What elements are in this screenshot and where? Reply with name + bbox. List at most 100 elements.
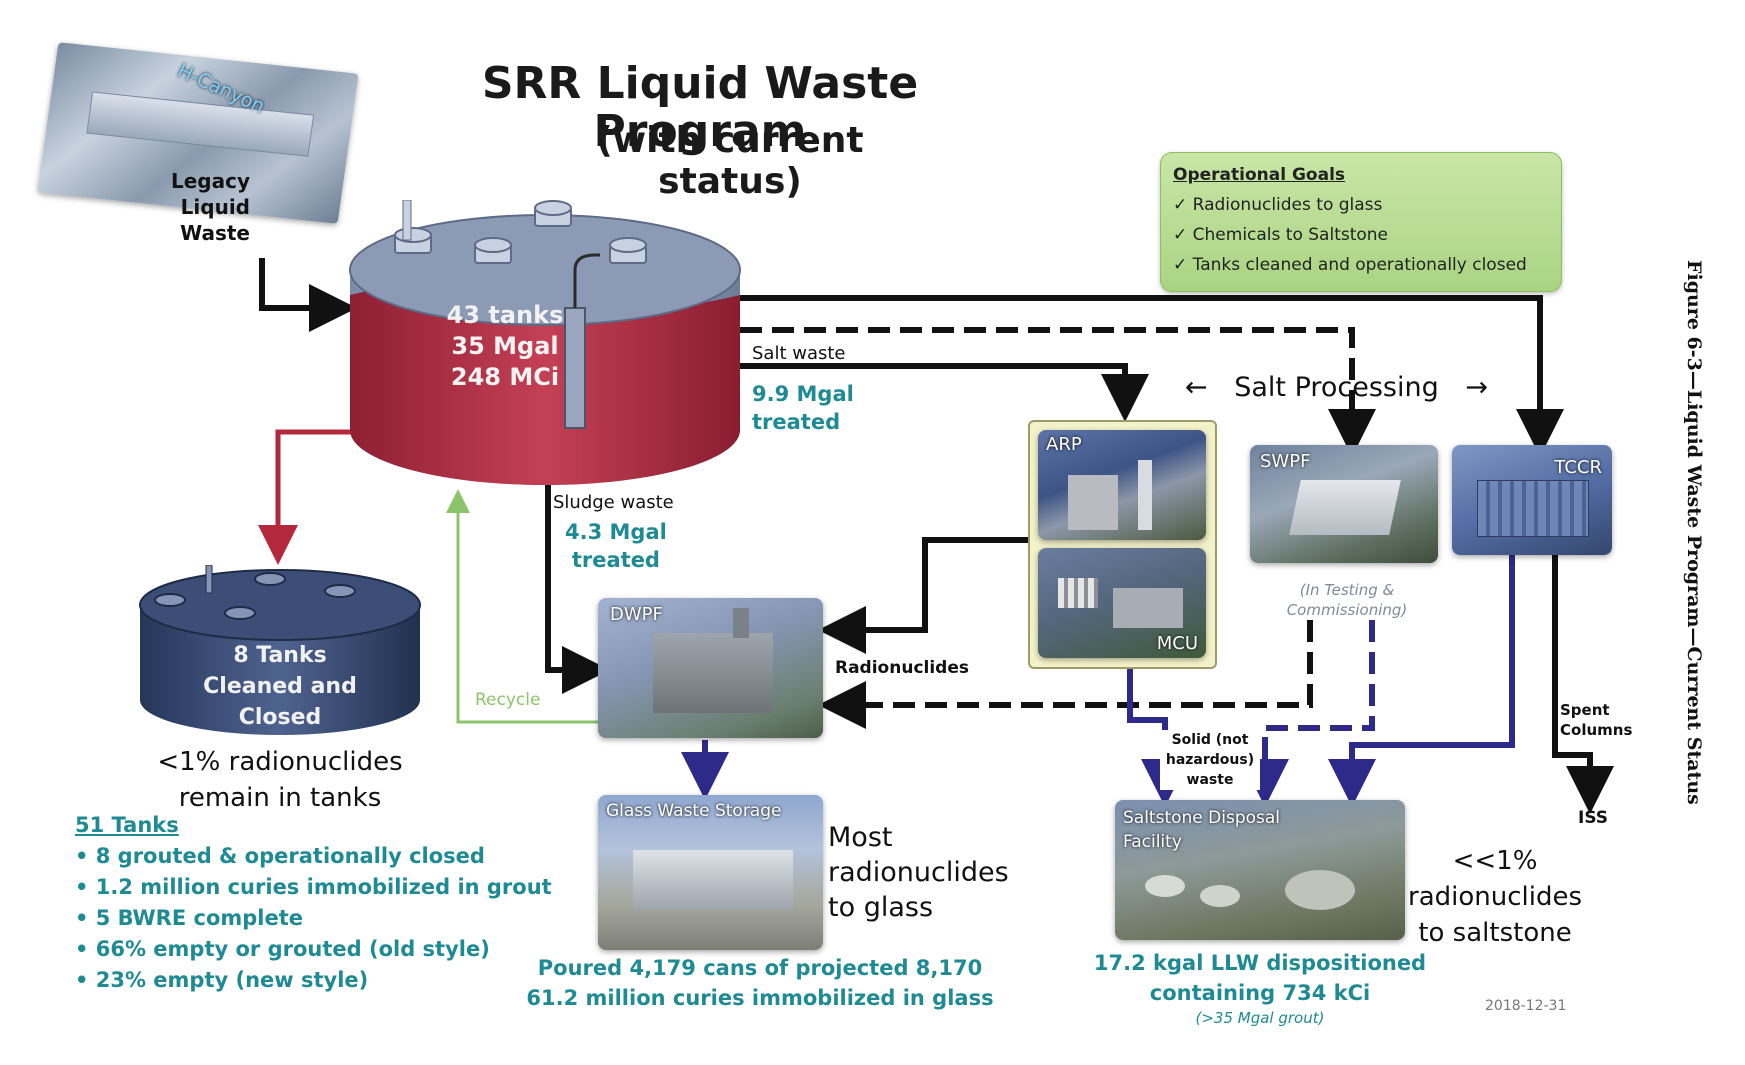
- checkmark-icon: ✓: [1173, 255, 1188, 275]
- tank-summary-item-2-text: 1.2 million curies immobilized in grout: [95, 875, 552, 899]
- tccr-unit: [1477, 480, 1589, 537]
- saltstone-caption-line-3: to saltstone: [1418, 918, 1572, 948]
- mcu-tanks: [1058, 578, 1098, 608]
- recycle-arrow: [446, 489, 605, 724]
- goal-item-1-text: Radionuclides to glass: [1192, 195, 1383, 215]
- legacy-label-line-1: Legacy: [170, 169, 250, 193]
- figure-caption-text: Figure 6-3—Liquid Waste Program—Current …: [1683, 260, 1705, 805]
- operational-goals-box: Operational Goals ✓ Radionuclides to gla…: [1160, 152, 1562, 292]
- sludge-waste-treated: 4.3 Mgal treated: [565, 518, 667, 574]
- tank-summary-item-3: • 5 BWRE complete: [75, 906, 304, 930]
- tank-summary-item-5: • 23% empty (new style): [75, 968, 369, 992]
- salt-treated-amount: 9.9 Mgal: [752, 382, 854, 406]
- swpf-photo: SWPF: [1250, 445, 1438, 563]
- goal-item-3-text: Tanks cleaned and operationally closed: [1192, 255, 1527, 275]
- dwpf-stack: [733, 608, 749, 638]
- salt-waste-label: Salt waste: [752, 343, 846, 364]
- tank-to-swpf-dashed-arrow: [740, 327, 1376, 457]
- closed-tanks-text: 8 Tanks Cleaned and Closed: [160, 640, 400, 733]
- closed-tanks-graphic: [139, 565, 421, 735]
- glass-storage-building: [633, 850, 793, 910]
- goal-item-2: ✓ Chemicals to Saltstone: [1173, 225, 1388, 245]
- page-subtitle: (with current status): [596, 120, 864, 202]
- mcu-label: MCU: [1156, 633, 1198, 654]
- saltstone-stats-line-1: 17.2 kgal LLW dispositioned: [1093, 951, 1427, 975]
- arp-mcu-panel: ARP MCU: [1028, 420, 1217, 669]
- sludge-treated-amount: 4.3 Mgal: [565, 520, 667, 544]
- solid-label-line-1: Solid (not: [1171, 732, 1249, 748]
- arp-tower: [1138, 460, 1152, 530]
- goal-item-1: ✓ Radionuclides to glass: [1173, 195, 1382, 215]
- saltstone-label: Saltstone Disposal Facility: [1123, 808, 1281, 852]
- salt-waste-arrow: [740, 363, 1149, 422]
- legacy-waste-label: Legacy Liquid Waste: [150, 168, 250, 246]
- main-tank-count: 43 tanks: [446, 301, 564, 329]
- arp-photo: ARP: [1038, 430, 1206, 540]
- tank-summary: 51 Tanks • 8 grouted & operationally clo…: [75, 810, 552, 996]
- tank-summary-item-1-text: 8 grouted & operationally closed: [95, 844, 485, 868]
- arp-to-dwpf-arrow: [818, 537, 1028, 654]
- goal-item-2-text: Chemicals to Saltstone: [1192, 225, 1389, 245]
- tank-summary-item-3-text: 5 BWRE complete: [95, 906, 304, 930]
- tccr-photo: TCCR: [1452, 445, 1612, 555]
- arp-building: [1068, 475, 1118, 530]
- tank-summary-item-2: • 1.2 million curies immobilized in grou…: [75, 875, 552, 899]
- arp-label: ARP: [1046, 434, 1082, 455]
- closed-tanks-line-3: Closed: [238, 705, 322, 730]
- saltstone-caption-line-2: radionuclides: [1408, 882, 1583, 912]
- swpf-status: (In Testing & Commissioning): [1286, 581, 1408, 619]
- main-tank-text: 43 tanks 35 Mgal 248 MCi: [405, 300, 605, 393]
- swpf-building: [1289, 480, 1401, 535]
- glass-stats: Poured 4,179 cans of projected 8,170 61.…: [500, 953, 1020, 1013]
- saltstone-stats-line-2: containing 734 kCi: [1149, 981, 1371, 1005]
- swpf-label: SWPF: [1260, 451, 1311, 472]
- tank-summary-item-4: • 66% empty or grouted (old style): [75, 937, 490, 961]
- legacy-waste-arrow: [259, 258, 357, 332]
- operational-goals-heading: Operational Goals: [1173, 165, 1346, 185]
- sludge-waste-arrow: [545, 482, 610, 694]
- salt-treated-word: treated: [752, 410, 841, 434]
- main-tank-curies: 248 MCi: [450, 363, 560, 391]
- page-title: SRR Liquid Waste Program: [481, 58, 919, 158]
- legacy-label-line-2: Liquid: [180, 195, 250, 219]
- swpf-to-dwpf-dashed-arrow: [818, 620, 1313, 729]
- checkmark-icon: ✓: [1173, 195, 1188, 215]
- radionuclides-label: Radionuclides: [835, 658, 969, 678]
- legacy-label-line-3: Waste: [180, 221, 250, 245]
- salt-processing-label: ← Salt Processing →: [1185, 372, 1488, 403]
- saltstone-photo: Saltstone Disposal Facility: [1115, 800, 1405, 940]
- tccr-to-saltstone-arrow: [1328, 555, 1515, 807]
- tccr-to-iss-arrow: [1552, 555, 1614, 814]
- checkmark-icon: ✓: [1173, 225, 1188, 245]
- spent-label-line-1: Spent: [1560, 701, 1610, 719]
- saltstone-stats: 17.2 kgal LLW dispositioned containing 7…: [1060, 948, 1460, 1028]
- swpf-to-saltstone-dashed-arrow: [1241, 620, 1375, 807]
- mcu-structure: [1113, 588, 1183, 628]
- tank-to-tccr-arrow: [740, 295, 1564, 457]
- closed-tanks-line-1: 8 Tanks: [233, 643, 327, 668]
- glass-caption-line-3: to glass: [828, 892, 934, 923]
- saltstone-disk-3: [1285, 870, 1355, 910]
- spent-label-line-2: Columns: [1560, 721, 1633, 739]
- recycle-label: Recycle: [475, 690, 541, 710]
- sludge-treated-word: treated: [571, 548, 660, 572]
- glass-caption-line-2: radionuclides: [828, 857, 1009, 888]
- glass-storage-photo: Glass Waste Storage: [598, 795, 823, 950]
- tank-summary-heading: 51 Tanks: [75, 813, 179, 837]
- mcu-photo: MCU: [1038, 548, 1206, 658]
- closed-tanks-line-2: Cleaned and: [203, 674, 357, 699]
- date-stamp: 2018-12-31: [1485, 998, 1567, 1014]
- arrow-right-icon: →: [1465, 372, 1488, 403]
- goal-item-3: ✓ Tanks cleaned and operationally closed: [1173, 255, 1527, 275]
- arrow-left-icon: ←: [1185, 372, 1208, 403]
- tccr-label: TCCR: [1554, 457, 1602, 478]
- solid-label-line-2: hazardous): [1165, 752, 1255, 768]
- iss-label: ISS: [1578, 808, 1609, 828]
- closed-tanks-caption: <1% radionuclides remain in tanks: [130, 744, 430, 816]
- closed-caption-line-1: <1% radionuclides: [157, 747, 403, 777]
- dwpf-label: DWPF: [610, 604, 663, 625]
- sludge-waste-label: Sludge waste: [553, 492, 674, 513]
- glass-stats-line-2: 61.2 million curies immobilized in glass: [526, 986, 994, 1010]
- hcanyon-building: [86, 91, 315, 157]
